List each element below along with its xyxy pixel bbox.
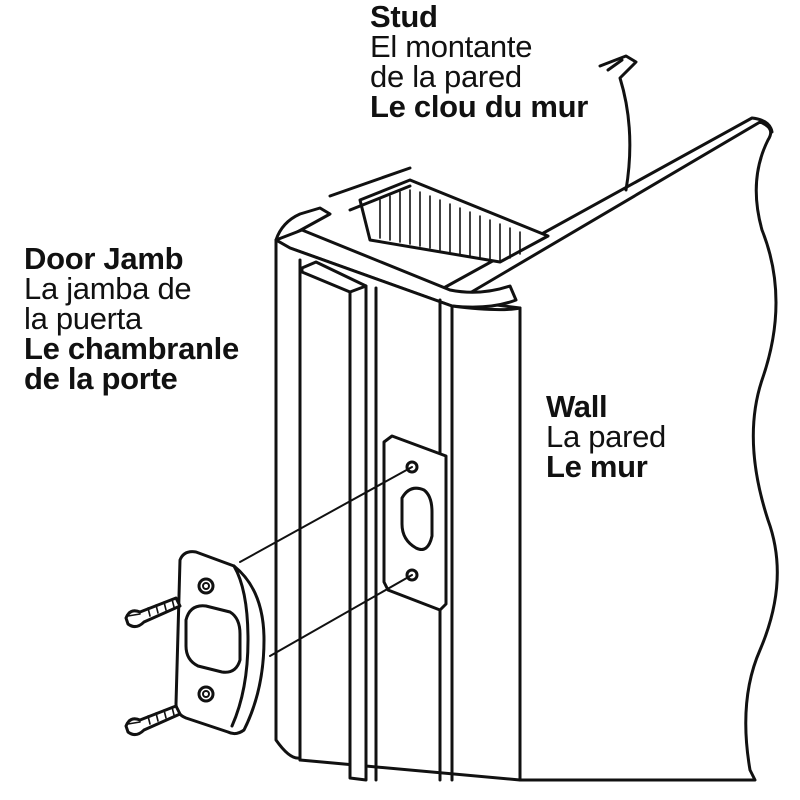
stud-top-tab	[606, 58, 624, 72]
stud-opening	[358, 178, 550, 264]
stud-label-english: Stud	[370, 0, 438, 34]
jamb-mortise-latch-hole	[400, 486, 434, 551]
door-stop-edge	[348, 284, 368, 294]
strike-plate	[174, 550, 266, 736]
stud-label: Stud El montante de la pared Le clou du …	[370, 0, 588, 124]
wall-label-english: Wall	[546, 389, 608, 424]
wall-label-french: Le mur	[546, 449, 648, 484]
jamb-screw-hole-bottom	[405, 568, 419, 582]
door-stop	[300, 260, 368, 782]
stud-grain	[379, 189, 521, 261]
stud-label-french: Le clou du mur	[370, 89, 588, 124]
stud	[598, 54, 638, 192]
door-jamb-label-english: Door Jamb	[24, 241, 184, 276]
stud-top-plate	[328, 166, 412, 212]
screw-top	[124, 596, 182, 629]
jamb-screw-hole-top	[405, 460, 419, 474]
strike-plate-latch-hole	[184, 604, 242, 674]
door-jamb-label-french-2: de la porte	[24, 361, 178, 396]
wall-panel	[456, 120, 779, 782]
strike-plate-screw-hole-bottom-inner	[202, 690, 210, 698]
wall-label: Wall La pared Le mur	[546, 389, 666, 484]
door-jamb-label-spanish-1: La jamba de	[24, 271, 192, 306]
screw-bottom	[124, 704, 182, 737]
stud-label-spanish-2: de la pared	[370, 59, 522, 94]
strike-plate-screw-hole-top-inner	[202, 582, 210, 590]
strike-plate-screw-hole-top	[197, 577, 215, 595]
door-jamb-label-french-1: Le chambranle	[24, 331, 239, 366]
strike-plate-lip	[230, 564, 250, 728]
jamb-mortise-plate	[382, 434, 448, 612]
door-jamb-back-top	[274, 206, 332, 242]
stud-label-spanish-1: El montante	[370, 29, 533, 64]
strike-plate-screw-hole-bottom	[197, 685, 215, 703]
door-jamb-label-spanish-2: la puerta	[24, 301, 142, 336]
wall-top-edge	[438, 116, 774, 292]
wall-label-spanish: La pared	[546, 419, 666, 454]
door-jamb-label: Door Jamb La jamba de la puerta Le chamb…	[24, 241, 239, 396]
